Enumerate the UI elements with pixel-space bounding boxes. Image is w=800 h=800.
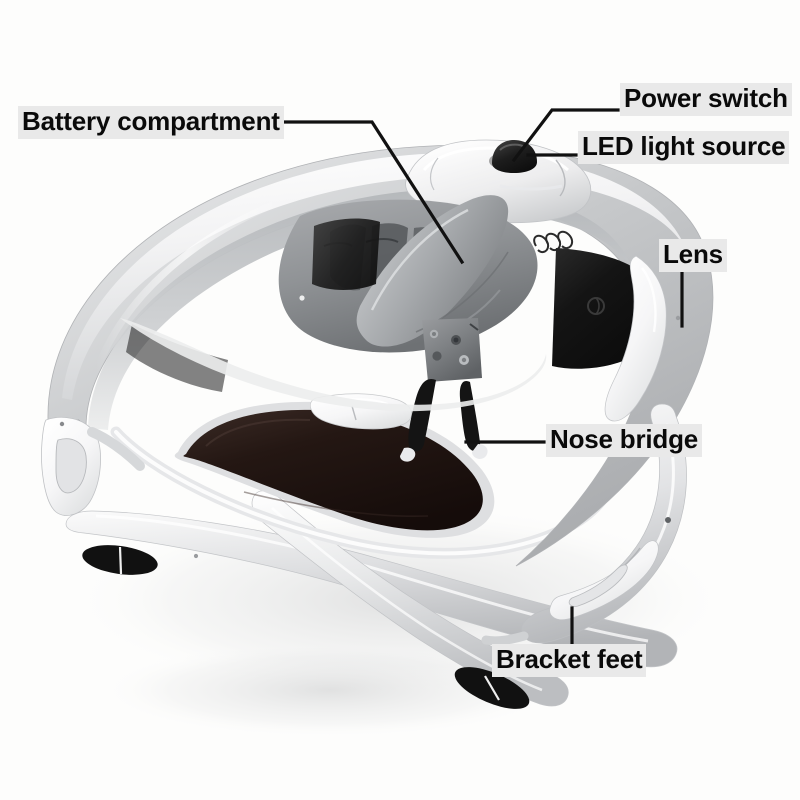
- temple-length-adjuster: [549, 540, 659, 621]
- spring-wire-detail: [533, 230, 574, 254]
- callout-label-led-light-source: LED light source: [578, 131, 790, 165]
- callout-label-lens: Lens: [659, 239, 727, 273]
- callout-label-power-switch: Power switch: [620, 83, 792, 117]
- callout-label-bracket-feet: Bracket feet: [492, 644, 647, 678]
- nose-bridge: [400, 318, 488, 462]
- callout-label-battery-compartment: Battery compartment: [18, 106, 284, 140]
- visor-lower-edge: [120, 318, 547, 412]
- temple-hinge-left: [41, 416, 145, 516]
- lens-bezel: [604, 255, 681, 422]
- led-emitters: [499, 184, 563, 191]
- callout-label-nose-bridge: Nose bridge: [546, 424, 703, 458]
- drop-shadow-lower: [100, 642, 560, 738]
- temple-arm-right-side: [481, 403, 687, 646]
